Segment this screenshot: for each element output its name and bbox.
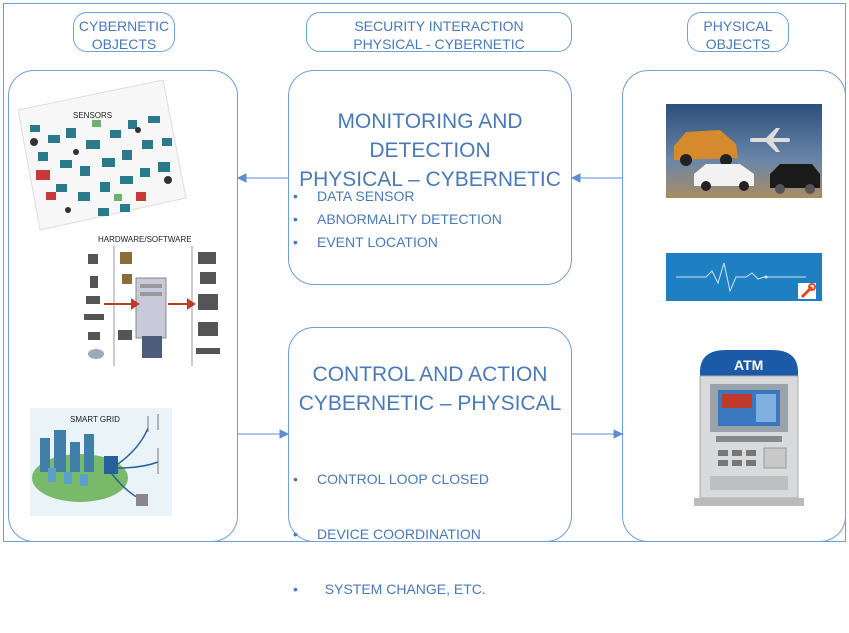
header-physical-objects: PHYSICAL OBJECTS xyxy=(687,12,789,52)
vehicles-graphic xyxy=(666,104,822,198)
atm-label: ATM xyxy=(734,357,763,373)
monitoring-list: DATA SENSOR ABNORMALITY DETECTION EVENT … xyxy=(289,185,502,254)
heartbeat-graphic xyxy=(666,253,822,301)
header-physical-line2: OBJECTS xyxy=(705,36,771,52)
header-security-line1: SECURITY INTERACTION xyxy=(354,18,524,34)
control-title-line1: CONTROL AND ACTION xyxy=(312,363,548,386)
header-security-interaction: SECURITY INTERACTION PHYSICAL - CYBERNET… xyxy=(306,12,572,52)
control-list: CONTROL LOOP CLOSED DEVICE COORDINATION … xyxy=(289,436,489,633)
smart-grid-graphic: SMART GRID xyxy=(30,408,172,516)
heartbeat-image xyxy=(666,253,822,301)
control-item-device-coordination: DEVICE COORDINATION xyxy=(289,523,489,546)
sensors-graphic: SENSORS xyxy=(18,80,186,230)
monitoring-title: MONITORING AND DETECTION PHYSICAL – CYBE… xyxy=(289,107,571,194)
control-title: CONTROL AND ACTION CYBERNETIC – PHYSICAL xyxy=(289,360,571,418)
airplane-icon xyxy=(750,128,790,152)
monitoring-detection-panel: MONITORING AND DETECTION PHYSICAL – CYBE… xyxy=(288,70,572,285)
control-item-control-loop-closed: CONTROL LOOP CLOSED xyxy=(289,468,489,491)
sensors-label: SENSORS xyxy=(73,111,112,120)
atm-image: ATM xyxy=(686,346,812,508)
monitoring-item-abnormality-detection: ABNORMALITY DETECTION xyxy=(289,208,502,231)
header-security-line2: PHYSICAL - CYBERNETIC xyxy=(353,36,525,52)
header-cybernetic-objects: CYBERNETIC OBJECTS xyxy=(73,12,175,52)
header-cybernetic-line1: CYBERNETIC xyxy=(78,18,170,34)
control-title-line2: CYBERNETIC – PHYSICAL xyxy=(298,392,562,415)
sensors-image: SENSORS xyxy=(18,80,186,230)
hardware-software-label: HARDWARE/SOFTWARE xyxy=(98,235,192,244)
hardware-software-graphic: HARDWARE/SOFTWARE xyxy=(84,230,224,366)
header-physical-line1: PHYSICAL xyxy=(703,18,773,34)
header-cybernetic-line2: OBJECTS xyxy=(91,36,157,52)
smart-grid-image: SMART GRID xyxy=(30,408,172,516)
wrench-icon xyxy=(798,283,816,299)
monitoring-item-event-location: EVENT LOCATION xyxy=(289,231,502,254)
smart-grid-label: SMART GRID xyxy=(70,415,120,424)
vehicles-image xyxy=(666,104,822,198)
hardware-software-image: HARDWARE/SOFTWARE xyxy=(84,230,224,366)
control-item-system-change: SYSTEM CHANGE, ETC. xyxy=(289,578,489,601)
monitoring-title-line1: MONITORING AND DETECTION xyxy=(337,110,523,162)
monitoring-item-data-sensor: DATA SENSOR xyxy=(289,185,502,208)
atm-graphic: ATM xyxy=(694,350,804,506)
control-action-panel: CONTROL AND ACTION CYBERNETIC – PHYSICAL… xyxy=(288,327,572,601)
